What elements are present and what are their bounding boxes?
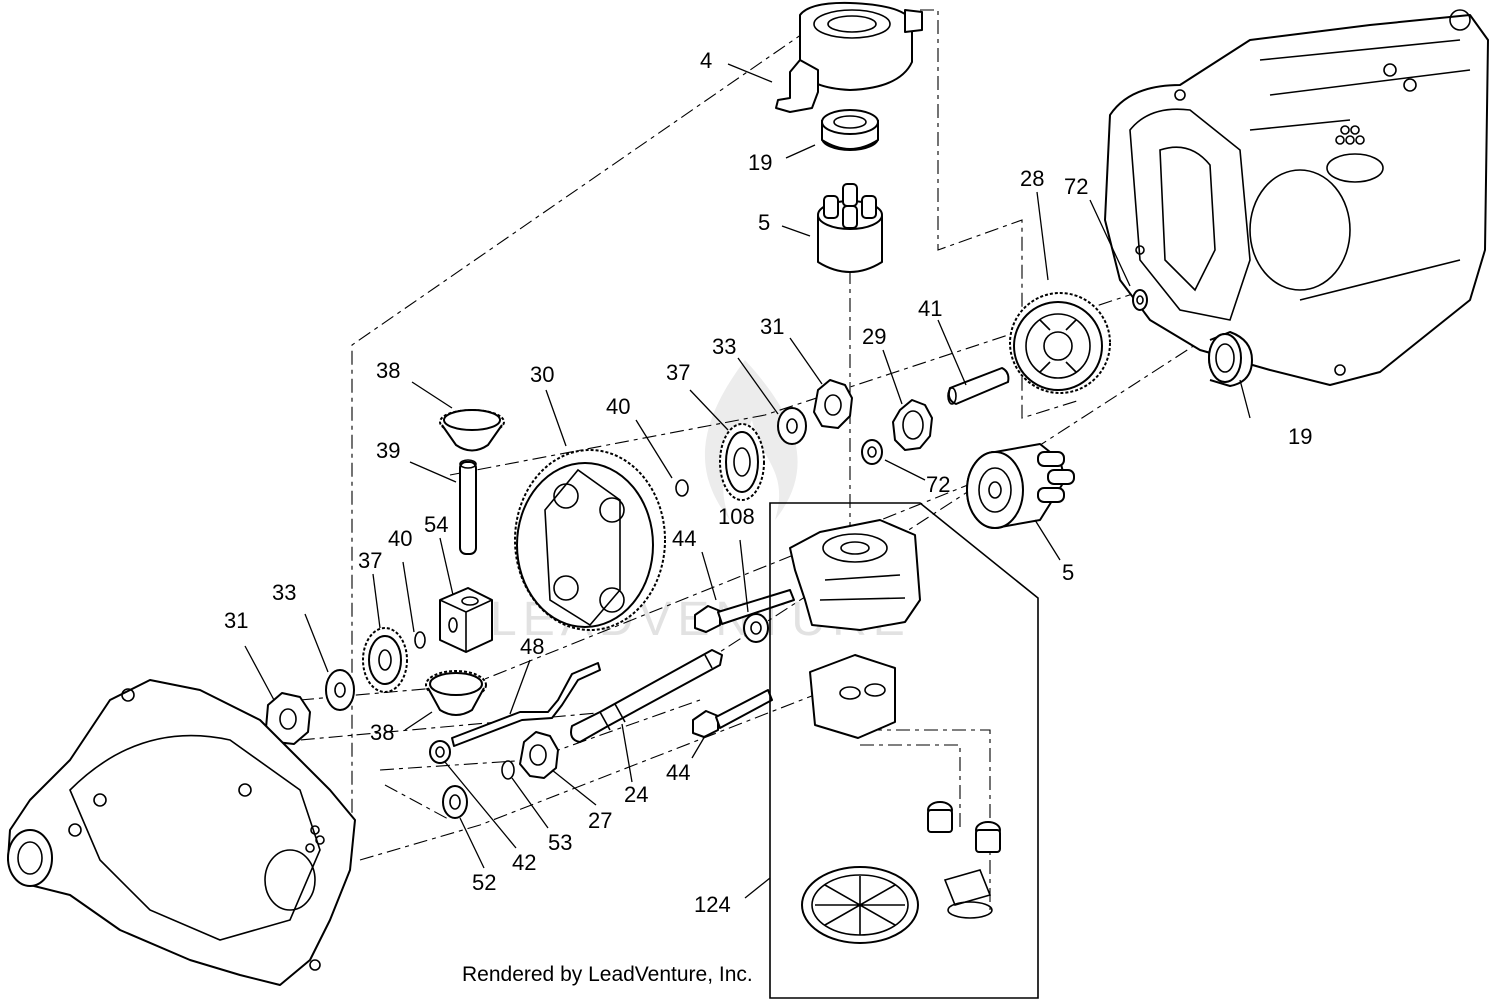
part-pin-39: [459, 459, 477, 555]
part-axle-housing-4: [775, 1, 923, 113]
part-left-transaxle-housing: [7, 679, 356, 986]
callout-31-left: 31: [224, 608, 248, 633]
callout-5-right: 5: [1062, 560, 1074, 585]
callout-72-upper: 72: [1064, 174, 1088, 199]
part-ring-gear-30: [514, 449, 666, 631]
callout-33-right: 33: [712, 334, 736, 359]
part-block-54: [439, 587, 493, 653]
callout-19-right: 19: [1288, 424, 1312, 449]
part-sun-gear-31-right: [813, 379, 853, 429]
part-retaining-ring-40-left: [414, 631, 426, 649]
part-bevel-gear-38-top: [439, 409, 505, 452]
callout-39: 39: [376, 438, 400, 463]
callout-labels: 4 19 5 28 72 41 29 31 33 37 30 38 39 40 …: [224, 48, 1312, 917]
callout-72-lower: 72: [926, 472, 950, 497]
part-bolt-44-lower: [692, 689, 773, 738]
part-bevel-gear-37-left: [362, 627, 408, 693]
part-washer-72-lower: [861, 439, 883, 465]
part-shift-rod-48: [451, 662, 601, 747]
callout-54: 54: [424, 512, 448, 537]
callout-19-top: 19: [748, 150, 772, 175]
part-bevel-gear-37-right: [719, 423, 765, 501]
callout-124: 124: [694, 892, 731, 917]
part-washer-33-right: [777, 407, 807, 445]
callout-44-lower: 44: [666, 760, 690, 785]
part-retaining-ring-40-right: [675, 479, 689, 497]
callout-48: 48: [520, 634, 544, 659]
part-seal-19-right: [1208, 331, 1253, 387]
callout-31-right: 31: [760, 314, 784, 339]
part-bolt-44-upper: [694, 589, 795, 633]
part-washer-42: [429, 740, 451, 764]
part-washer-108: [743, 613, 769, 643]
callout-44-upper: 44: [672, 526, 696, 551]
callout-30: 30: [530, 362, 554, 387]
part-washer-33-left: [325, 669, 355, 711]
part-cylinder-block-5-top: [817, 183, 883, 273]
part-right-transaxle-housing: [1104, 9, 1489, 386]
callout-108: 108: [718, 504, 755, 529]
part-check-valves: [927, 801, 1001, 919]
part-axle-shaft-24: [570, 649, 723, 743]
part-pinion-29: [892, 399, 933, 451]
callout-38-top: 38: [376, 358, 400, 383]
part-washer-72-upper: [1132, 289, 1148, 311]
callout-37-left: 37: [358, 548, 382, 573]
callout-38-lower: 38: [370, 720, 394, 745]
render-credit: Rendered by LeadVenture, Inc.: [462, 963, 753, 986]
callout-leaders: [244, 63, 1251, 899]
part-snap-ring-53: [501, 760, 515, 780]
callout-29: 29: [862, 324, 886, 349]
watermark-flame-icon: [704, 360, 798, 520]
part-cylinder-block-5-right: [966, 443, 1075, 529]
callout-37-right: 37: [666, 360, 690, 385]
part-filter-disc: [801, 866, 919, 944]
callout-53: 53: [548, 830, 572, 855]
callout-40-left: 40: [388, 526, 412, 551]
callout-33-left: 33: [272, 580, 296, 605]
part-bearing-19-top: [821, 109, 879, 151]
callout-4: 4: [700, 48, 712, 73]
callout-24: 24: [624, 782, 648, 807]
callout-27: 27: [588, 808, 612, 833]
part-bull-gear-28: [1009, 292, 1111, 394]
assembly-124-frame: [769, 502, 1039, 999]
part-end-cap: [809, 654, 896, 739]
callout-28: 28: [1020, 166, 1044, 191]
part-pinion-gear-27: [519, 731, 559, 779]
callout-40-right: 40: [606, 394, 630, 419]
part-center-section: [789, 519, 921, 631]
callout-42: 42: [512, 850, 536, 875]
callout-52: 52: [472, 870, 496, 895]
callout-5-top: 5: [758, 210, 770, 235]
part-shaft-41: [947, 367, 1010, 405]
callout-41: 41: [918, 296, 942, 321]
part-bevel-gear-38-lower: [425, 670, 487, 716]
part-washer-52: [442, 785, 468, 819]
